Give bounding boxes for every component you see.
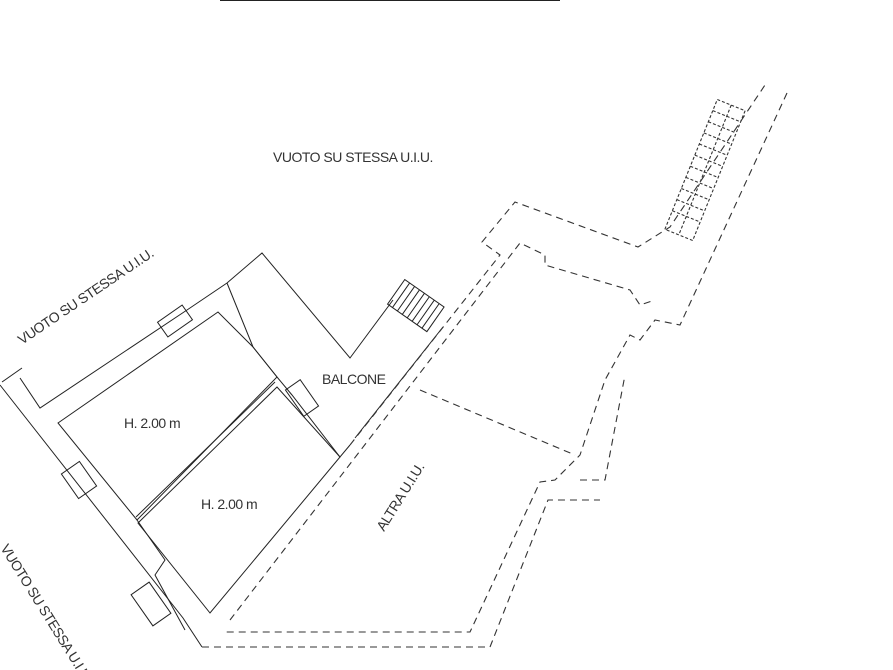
void-bottom-left-label: VUOTO SU STESSA U.I.U. <box>0 541 96 670</box>
void-top-label: VUOTO SU STESSA U.I.U. <box>273 149 433 165</box>
stairs-balcony <box>386 278 445 333</box>
void-left-label: VUOTO SU STESSA U.I.U. <box>15 245 157 348</box>
room1-height-label: H. 2.00 m <box>124 415 180 431</box>
room2-height-label: H. 2.00 m <box>201 496 257 512</box>
other-unit-label: ALTRA U.I.U. <box>373 460 427 534</box>
balcony-label: BALCONE <box>322 371 386 387</box>
solid-walls <box>0 252 444 648</box>
stairs-top-right <box>664 98 746 242</box>
dashed-outlines <box>202 84 788 648</box>
